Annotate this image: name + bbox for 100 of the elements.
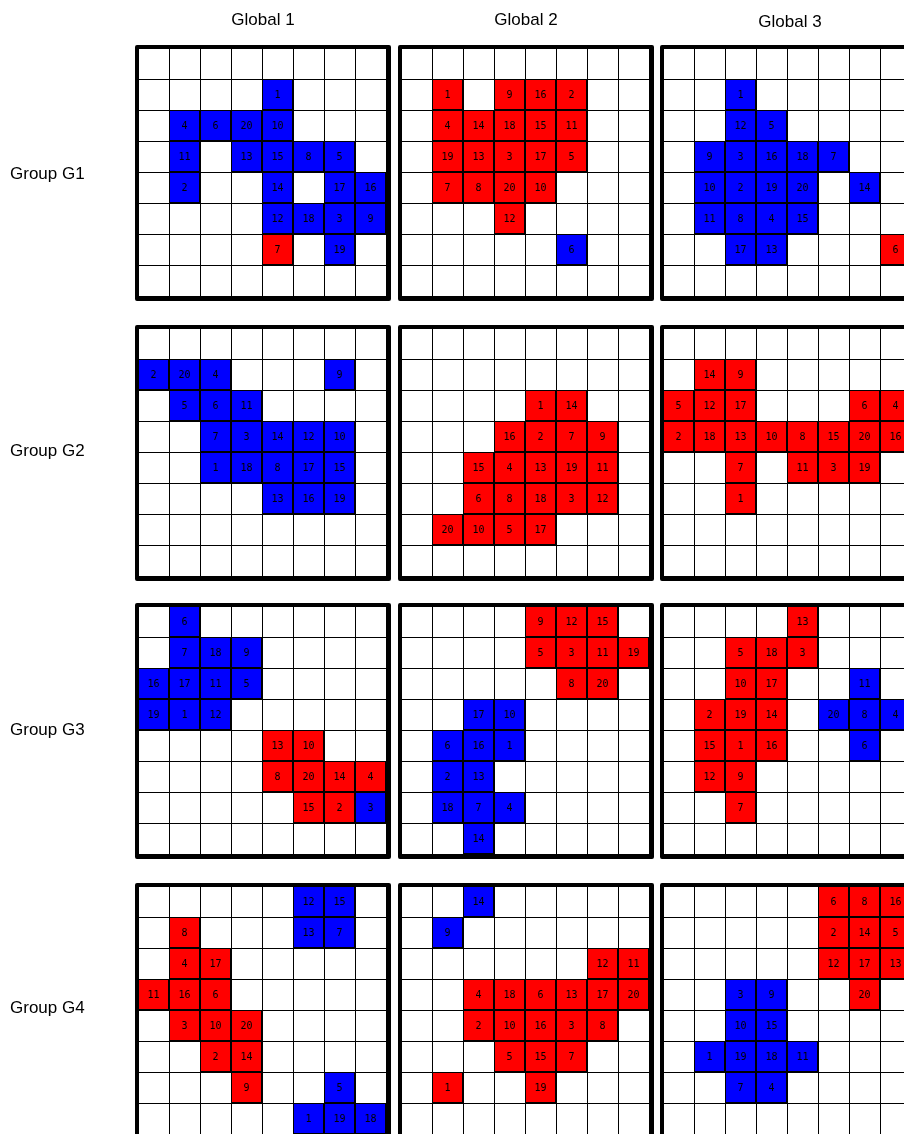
marked-cell: 14: [556, 390, 587, 421]
marked-cell: 4: [432, 110, 463, 141]
marked-cell: 8: [494, 483, 525, 514]
marked-cell: 15: [756, 1010, 787, 1041]
grid-panel: [135, 603, 391, 859]
marked-cell: 9: [694, 141, 725, 172]
marked-cell: 10: [463, 514, 494, 545]
marked-cell: 14: [849, 917, 880, 948]
marked-cell: 19: [525, 1072, 556, 1103]
marked-cell: 3: [787, 637, 818, 668]
marked-cell: 1: [725, 730, 756, 761]
column-header: Global 2: [494, 10, 558, 30]
marked-cell: 8: [169, 917, 200, 948]
marked-cell: 4: [756, 1072, 787, 1103]
marked-cell: 6: [880, 234, 904, 265]
marked-cell: 4: [463, 979, 494, 1010]
marked-cell: 20: [231, 110, 262, 141]
marked-cell: 5: [556, 141, 587, 172]
marked-cell: 15: [324, 886, 355, 917]
marked-cell: 8: [262, 761, 293, 792]
marked-cell: 8: [463, 172, 494, 203]
marked-cell: 14: [463, 110, 494, 141]
column-header: Global 3: [758, 12, 822, 32]
marked-cell: 11: [200, 668, 231, 699]
marked-cell: 2: [663, 421, 694, 452]
marked-cell: 14: [262, 172, 293, 203]
marked-cell: 6: [849, 390, 880, 421]
grid-panel: [135, 45, 391, 301]
marked-cell: 13: [262, 730, 293, 761]
marked-cell: 1: [293, 1103, 324, 1134]
marked-cell: 20: [231, 1010, 262, 1041]
marked-cell: 8: [262, 452, 293, 483]
marked-cell: 9: [355, 203, 386, 234]
marked-cell: 18: [787, 141, 818, 172]
marked-cell: 9: [756, 979, 787, 1010]
marked-cell: 17: [849, 948, 880, 979]
marked-cell: 9: [432, 917, 463, 948]
marked-cell: 5: [525, 637, 556, 668]
marked-cell: 19: [432, 141, 463, 172]
marked-cell: 20: [818, 699, 849, 730]
marked-cell: 12: [694, 761, 725, 792]
marked-cell: 11: [787, 452, 818, 483]
marked-cell: 11: [138, 979, 169, 1010]
marked-cell: 20: [432, 514, 463, 545]
marked-cell: 3: [231, 421, 262, 452]
marked-cell: 16: [880, 886, 904, 917]
marked-cell: 19: [324, 234, 355, 265]
marked-cell: 20: [618, 979, 649, 1010]
marked-cell: 1: [432, 79, 463, 110]
marked-cell: 10: [293, 730, 324, 761]
marked-cell: 12: [200, 699, 231, 730]
marked-cell: 8: [587, 1010, 618, 1041]
marked-cell: 17: [324, 172, 355, 203]
marked-cell: 8: [556, 668, 587, 699]
marked-cell: 7: [169, 637, 200, 668]
marked-cell: 15: [262, 141, 293, 172]
marked-cell: 11: [231, 390, 262, 421]
marked-cell: 6: [200, 110, 231, 141]
marked-cell: 15: [525, 110, 556, 141]
marked-cell: 14: [463, 823, 494, 854]
marked-cell: 16: [138, 668, 169, 699]
marked-cell: 16: [525, 79, 556, 110]
marked-cell: 20: [787, 172, 818, 203]
marked-cell: 11: [169, 141, 200, 172]
marked-cell: 13: [293, 917, 324, 948]
marked-cell: 7: [556, 421, 587, 452]
marked-cell: 17: [169, 668, 200, 699]
marked-cell: 7: [463, 792, 494, 823]
marked-cell: 9: [725, 359, 756, 390]
marked-cell: 5: [494, 514, 525, 545]
marked-cell: 2: [525, 421, 556, 452]
grid-panel: [398, 45, 654, 301]
marked-cell: 18: [231, 452, 262, 483]
marked-cell: 4: [169, 110, 200, 141]
marked-cell: 12: [293, 886, 324, 917]
marked-cell: 8: [293, 141, 324, 172]
marked-cell: 1: [262, 79, 293, 110]
marked-cell: 2: [463, 1010, 494, 1041]
marked-cell: 7: [725, 452, 756, 483]
marked-cell: 4: [494, 792, 525, 823]
marked-cell: 14: [849, 172, 880, 203]
marked-cell: 20: [849, 979, 880, 1010]
marked-cell: 12: [587, 948, 618, 979]
marked-cell: 3: [169, 1010, 200, 1041]
marked-cell: 17: [463, 699, 494, 730]
marked-cell: 11: [787, 1041, 818, 1072]
marked-cell: 14: [463, 886, 494, 917]
marked-cell: 12: [694, 390, 725, 421]
marked-cell: 18: [756, 1041, 787, 1072]
marked-cell: 16: [756, 141, 787, 172]
marked-cell: 3: [556, 483, 587, 514]
marked-cell: 4: [880, 699, 904, 730]
marked-cell: 18: [494, 979, 525, 1010]
marked-cell: 3: [725, 141, 756, 172]
marked-cell: 5: [756, 110, 787, 141]
marked-cell: 14: [324, 761, 355, 792]
marked-cell: 18: [355, 1103, 386, 1134]
marked-cell: 3: [725, 979, 756, 1010]
marked-cell: 6: [849, 730, 880, 761]
marked-cell: 11: [694, 203, 725, 234]
